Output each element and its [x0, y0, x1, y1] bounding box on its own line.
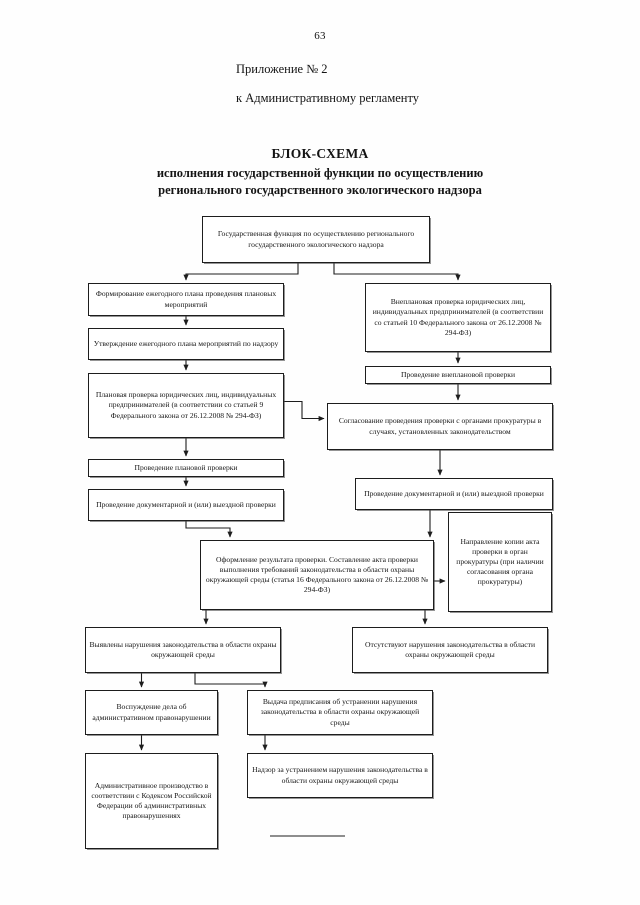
flowchart-node: Утверждение ежегодного плана мероприятий… [88, 328, 284, 360]
flowchart-node-label: Формирование ежегодного плана проведения… [95, 289, 277, 309]
flowchart-node: Административное производство в соответс… [85, 753, 218, 849]
flowchart-node: Согласование проведения проверки с орган… [327, 403, 553, 450]
connector-arrow [185, 521, 233, 538]
connector-arrow [194, 673, 268, 688]
flowchart-node-label: Направление копии акта проверки в орган … [456, 536, 544, 587]
flowchart-node: Формирование ежегодного плана проведения… [88, 283, 284, 316]
flowchart-node-label: Выдача предписания об устранении нарушен… [260, 697, 420, 727]
flowchart-node: Государственная функция по осуществлению… [202, 216, 430, 263]
connector-arrow [333, 263, 461, 281]
flowchart-node: Плановая проверка юридических лиц, индив… [88, 373, 284, 438]
flowchart-node-label: Утверждение ежегодного плана мероприятий… [93, 338, 279, 348]
page-subtitle-line-2: регионального государственного экологиче… [158, 183, 482, 197]
flowchart-node: Направление копии акта проверки в орган … [448, 512, 552, 612]
flowchart-node-label: Выявлены нарушения законодательства в об… [89, 639, 277, 659]
flowchart-node: Внеплановая проверка юридических лиц, ин… [365, 283, 551, 352]
flowchart-node-label: Отсутствуют нарушения законодательства в… [364, 639, 536, 659]
flowchart-node: Проведение плановой проверки [88, 459, 284, 477]
flowchart-node-label: Государственная функция по осуществлению… [217, 229, 415, 249]
flowchart-node-label: Проведение плановой проверки [134, 462, 238, 472]
flowchart-node-label: Административное производство в соответс… [91, 780, 212, 821]
flowchart-node: Проведение документарной и (или) выездно… [88, 489, 284, 521]
flowchart-node-label: Плановая проверка юридических лиц, индив… [95, 390, 277, 420]
appendix-heading: Приложение № 2 [236, 62, 328, 76]
flowchart-node-label: Оформление результата проверки. Составле… [205, 554, 429, 595]
flowchart-node-label: Проведение документарной и (или) выездно… [364, 488, 544, 498]
flowchart-node-label: Надзор за устранением нарушения законода… [252, 765, 428, 785]
flowchart-node: Выдача предписания об устранении нарушен… [247, 690, 433, 735]
page-title: БЛОК-СХЕМА [271, 146, 369, 161]
flowchart-node: Оформление результата проверки. Составле… [200, 540, 434, 610]
flowchart-node-label: Воспуждение дела об административном пра… [92, 702, 211, 722]
flowchart-node-label: Внеплановая проверка юридических лиц, ин… [372, 297, 544, 337]
flowchart-node-label: Проведение внеплановой проверки [400, 369, 516, 379]
flowchart-node: Проведение внеплановой проверки [365, 366, 551, 384]
flowchart-node: Надзор за устранением нарушения законода… [247, 753, 433, 798]
regulation-reference: к Административному регламенту [236, 91, 420, 105]
connector-arrow [183, 263, 299, 281]
flowchart-node: Отсутствуют нарушения законодательства в… [352, 627, 548, 673]
page-subtitle-line-1: исполнения государственной функции по ос… [156, 166, 484, 180]
connector-arrow [284, 400, 325, 422]
flowchart-node: Проведение документарной и (или) выездно… [355, 478, 553, 510]
flowchart-node: Воспуждение дела об административном пра… [85, 690, 218, 735]
page-number: 63 [314, 30, 326, 42]
flowchart-node-label: Проведение документарной и (или) выездно… [96, 499, 276, 509]
flowchart-node: Выявлены нарушения законодательства в об… [85, 627, 281, 673]
flowchart-node-label: Согласование проведения проверки с орган… [338, 416, 542, 436]
